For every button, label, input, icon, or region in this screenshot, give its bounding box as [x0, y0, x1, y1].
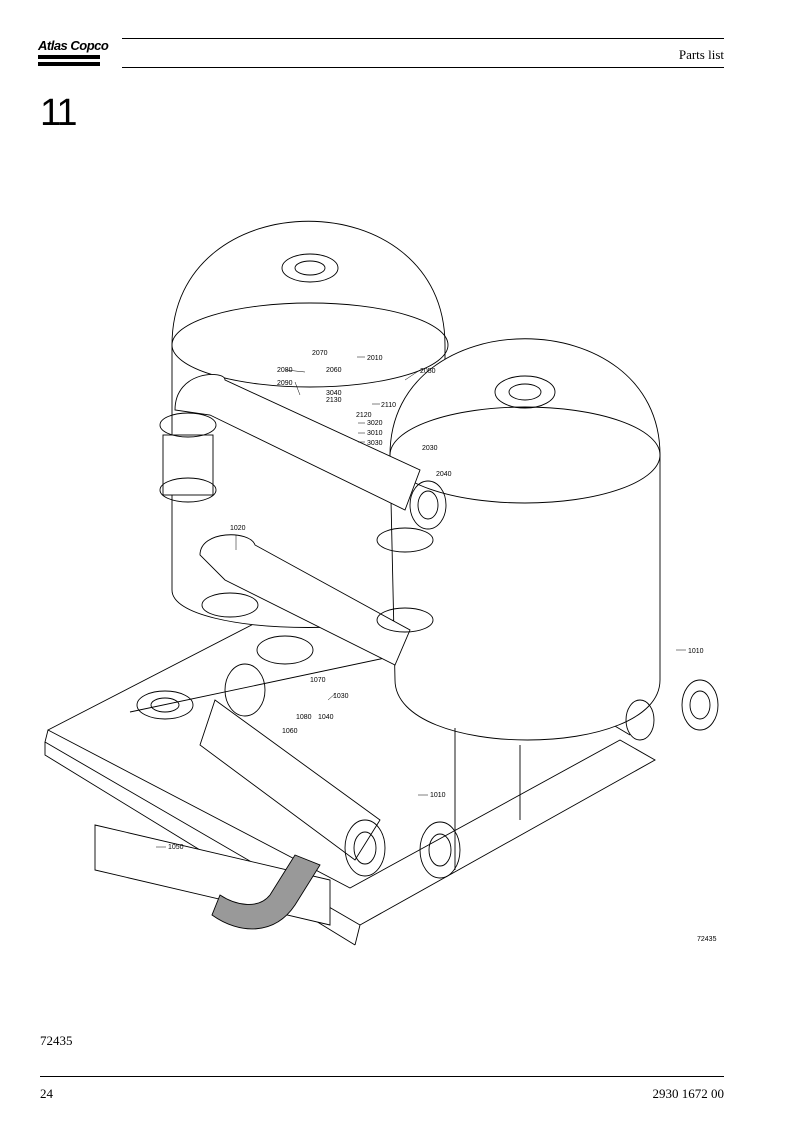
- atlas-copco-logo: Atlas Copco: [38, 38, 109, 68]
- callout-1080: 1080: [296, 714, 312, 721]
- brand-name: Atlas Copco: [38, 38, 109, 53]
- logo-bar-top: [38, 55, 100, 59]
- callout-1010-lower: 1010: [430, 792, 446, 799]
- logo-bar-bottom: [38, 62, 100, 66]
- callout-1060: 1060: [282, 728, 298, 735]
- lower-pipe: [199, 527, 434, 666]
- parts-drawing: 2070 2010 2080 2060 2050 2090 3040 2130 …: [44, 220, 719, 946]
- callout-3010: 3010: [367, 430, 383, 437]
- footer-rule: [40, 1076, 724, 1077]
- figure-reference: 72435: [40, 1033, 73, 1048]
- callout-2040: 2040: [436, 471, 452, 478]
- callout-1030: 1030: [333, 693, 349, 700]
- callout-1010-upper: 1010: [688, 648, 704, 655]
- callout-2030: 2030: [422, 445, 438, 452]
- callout-3030: 3030: [367, 440, 383, 447]
- callout-3020: 3020: [367, 420, 383, 427]
- callout-2090: 2090: [277, 380, 293, 387]
- callout-3040: 3040: [326, 390, 342, 397]
- header-rule-bottom: [122, 67, 724, 68]
- callout-2010: 2010: [367, 355, 383, 362]
- page-number: 24: [40, 1086, 53, 1101]
- callout-1040: 1040: [318, 714, 334, 721]
- callout-2080: 2080: [277, 367, 293, 374]
- tank-front: [389, 338, 661, 870]
- callout-2120: 2120: [356, 412, 372, 419]
- header-title: Parts list: [678, 47, 724, 62]
- header-rule-top: [122, 38, 724, 39]
- right-outlet: [625, 679, 719, 741]
- callout-2060: 2060: [326, 367, 342, 374]
- callout-1020: 1020: [230, 525, 246, 532]
- upper-pipe: [159, 374, 447, 530]
- callout-1070: 1070: [310, 677, 326, 684]
- callout-2070: 2070: [312, 350, 328, 357]
- callout-1050: 1050: [168, 844, 184, 851]
- callout-2130: 2130: [326, 397, 342, 404]
- section-number: 11: [40, 92, 77, 134]
- document-number: 2930 1672 00: [652, 1086, 725, 1101]
- callout-2110: 2110: [381, 402, 396, 409]
- hose: [211, 854, 321, 930]
- callout-2050: 2050: [420, 368, 436, 375]
- drawing-id: 72435: [697, 936, 717, 943]
